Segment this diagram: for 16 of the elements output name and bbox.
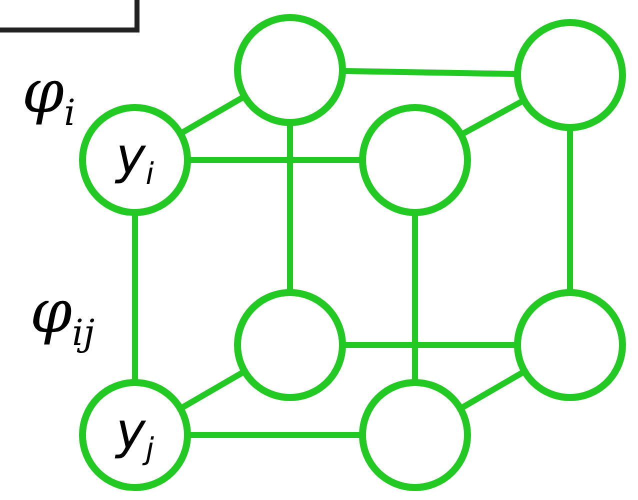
edge-line [344, 68, 516, 78]
edge-line [180, 370, 245, 410]
potential-label: φ$_{ij}$ [30, 282, 95, 352]
edge-line [132, 214, 138, 381]
edge-line [180, 94, 245, 136]
edge-line [412, 214, 418, 381]
edge-line [460, 370, 525, 410]
variable-label: y$_{j}$ [116, 406, 154, 464]
edge-line [344, 342, 516, 348]
edge-line [287, 124, 293, 291]
edge-line [189, 157, 361, 163]
edge-line [460, 98, 524, 137]
edge-line [189, 432, 361, 438]
edge-line [567, 129, 573, 291]
potential-label: φ$_{i}$ [22, 62, 76, 132]
variable-label: y$_{i}$ [116, 130, 154, 190]
